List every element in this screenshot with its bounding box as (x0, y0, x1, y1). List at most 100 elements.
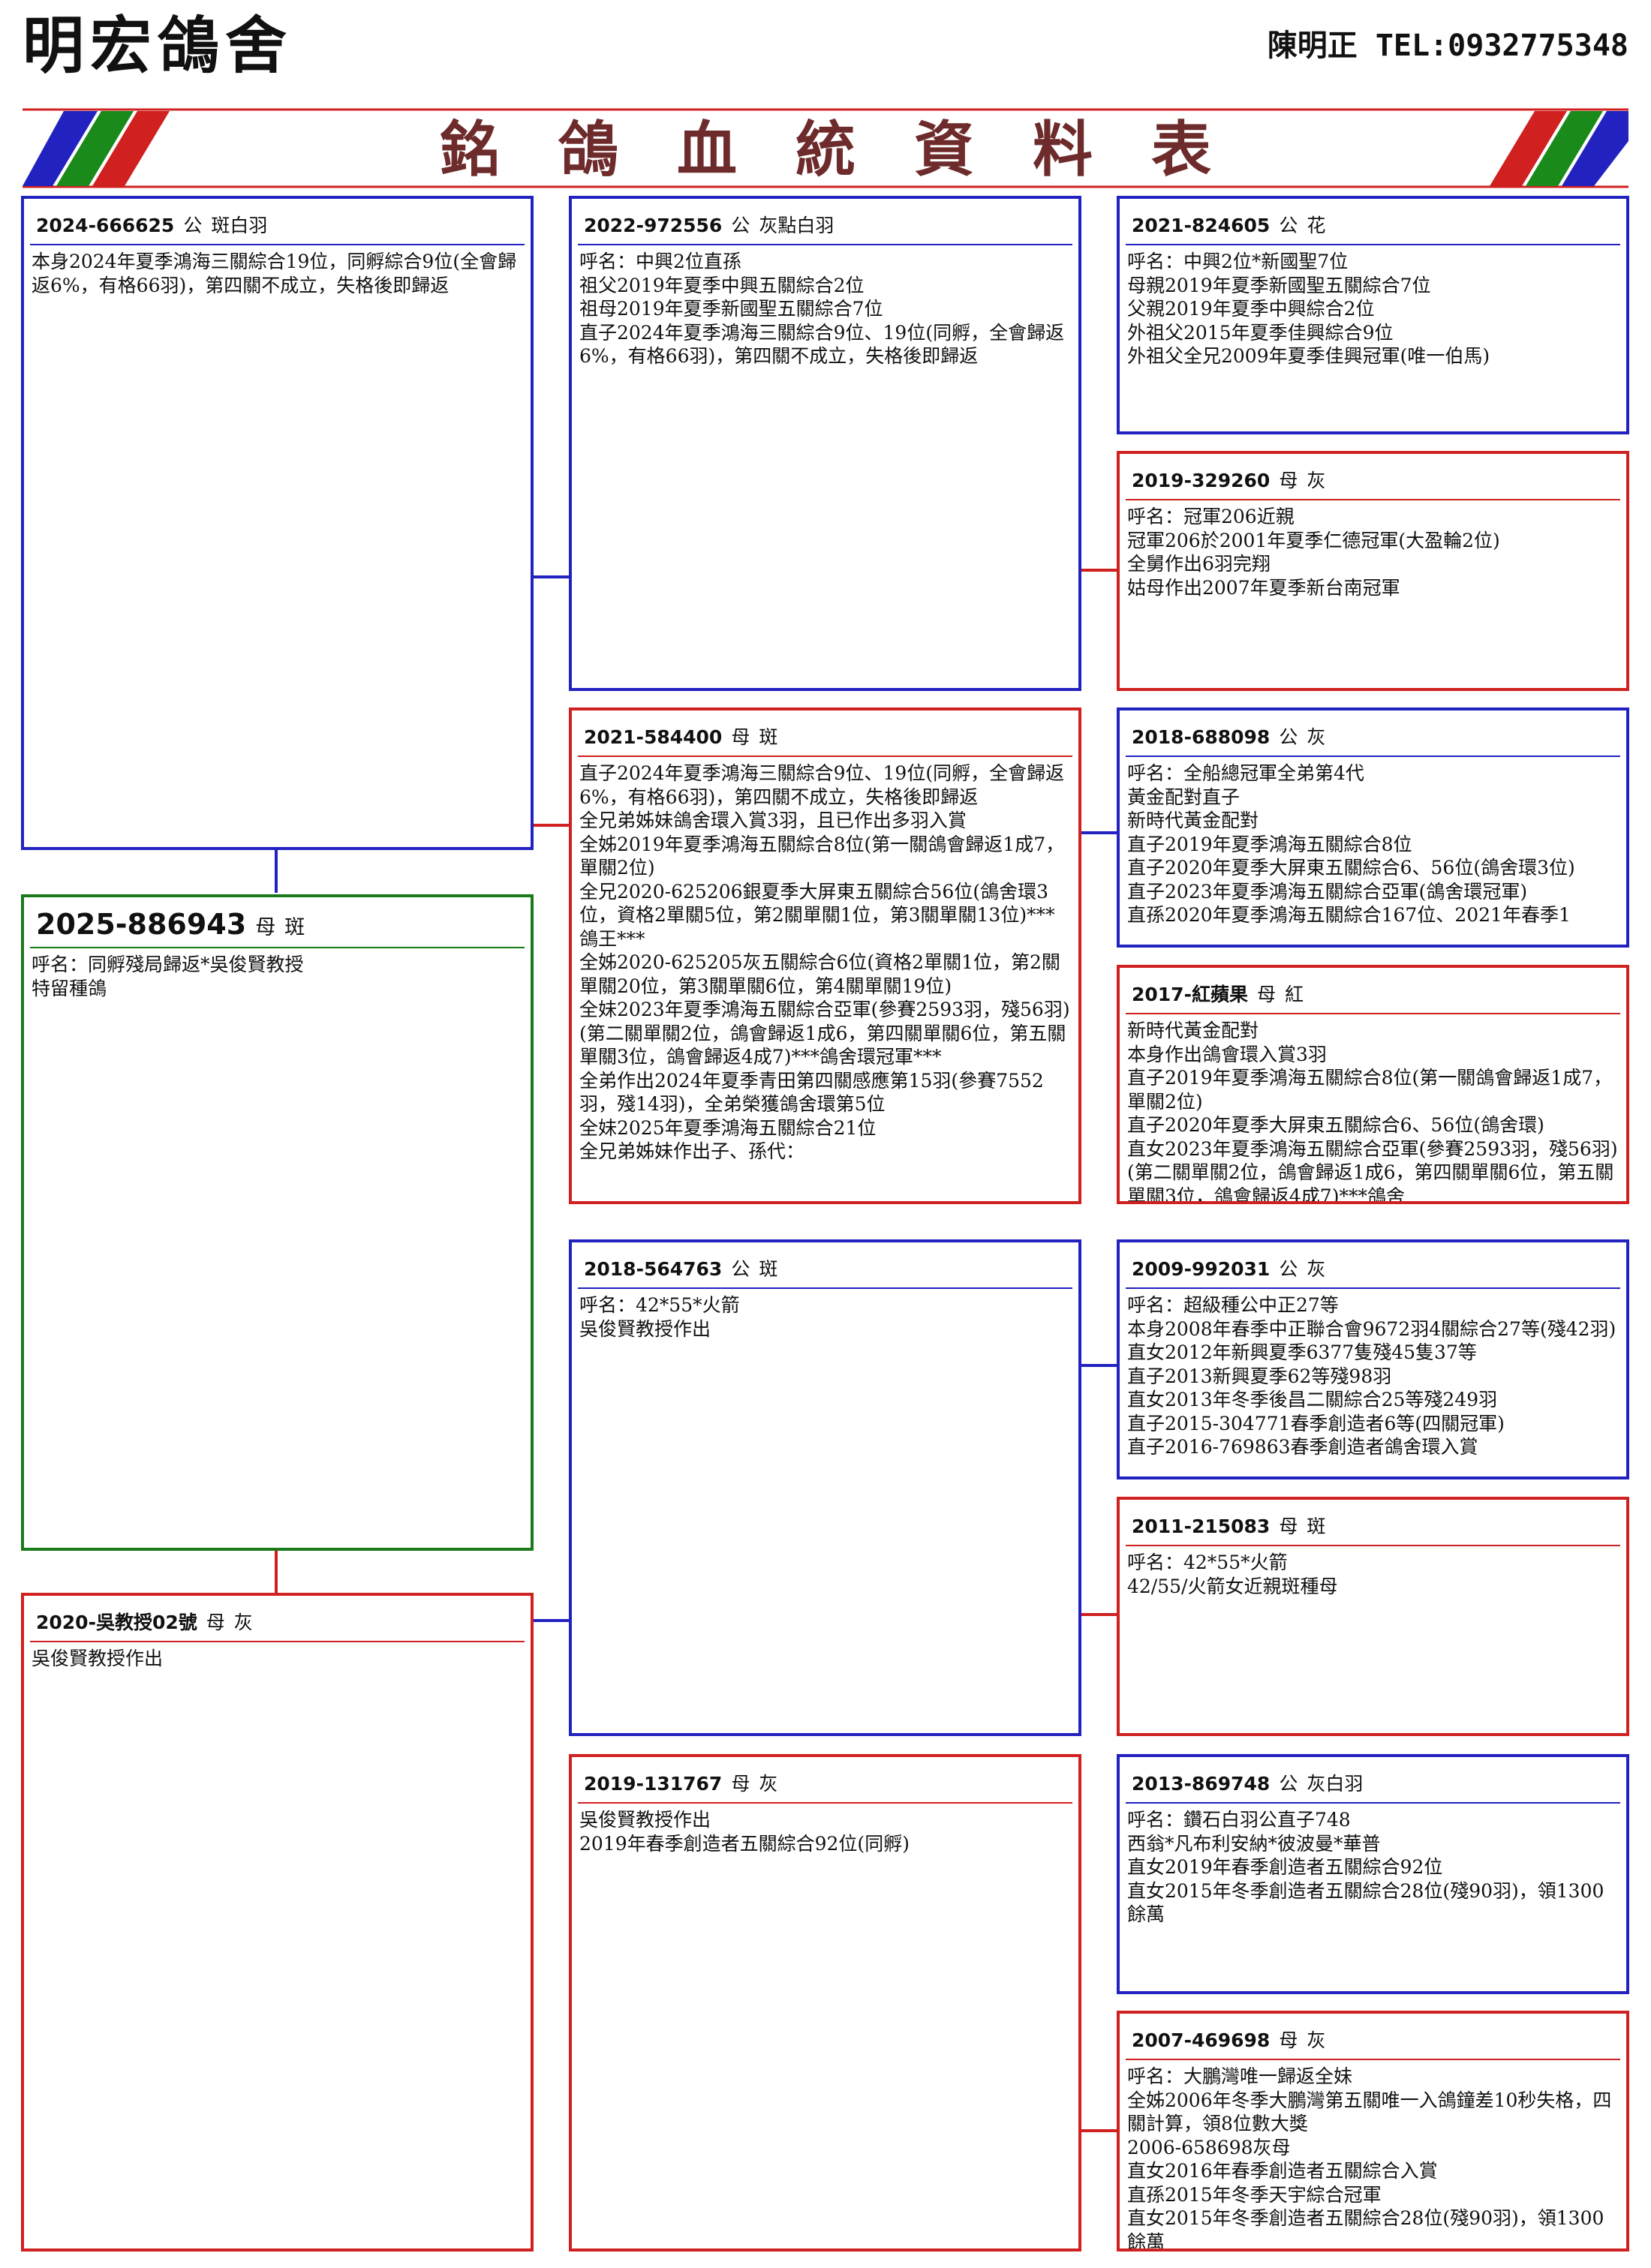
note-line: 姑母作出2007年夏季新台南冠軍 (1127, 576, 1400, 599)
divider (1126, 1802, 1620, 1804)
note-line: 全妹2025年夏季鴻海五關綜合21位 (579, 1116, 877, 1139)
connector (275, 848, 278, 893)
divider (1126, 1545, 1620, 1546)
note-line: 全姊2006年冬季大鵬灣第五關唯一入鴿鐘差10秒失格，四關計算，領8位數大獎 (1127, 2089, 1612, 2135)
note-line: 全妹2023年夏季鴻海五關綜合亞軍(參賽2593羽，殘56羽)(第二關單關2位，… (579, 999, 1070, 1068)
note-line: 呼名：同孵殘局歸返*吳俊賢教授 (32, 954, 304, 975)
dam-sire-dam-card: 2011-215083 母斑 呼名：42*55*火箭 42/55/火箭女近親斑種母 (1117, 1497, 1629, 1736)
plumage-color: 花 (1307, 215, 1326, 236)
ring-number: 2011-215083 (1132, 1516, 1271, 1537)
note-line: 直子2023年夏季鴻海五關綜合亞軍(鴿舍環冠軍) (1127, 880, 1528, 903)
banner-stripe-red-left (92, 111, 170, 186)
note-line: 直女2012年新興夏季6377隻殘45隻37等 (1127, 1341, 1477, 1363)
divider (1126, 1013, 1620, 1014)
sex: 母 (1279, 1516, 1298, 1537)
sex: 公 (1279, 215, 1298, 236)
note-line: 直女2023年夏季鴻海五關綜合亞軍(參賽2593羽，殘56羽)(第二關單關2位，… (1127, 1137, 1618, 1204)
note-line: 全弟作出2024年夏季青田第四關感應第15羽(參賽7552羽，殘14羽)，全弟榮… (579, 1069, 1044, 1116)
connector (533, 575, 570, 578)
divider (1126, 755, 1620, 757)
plumage-color: 灰 (1307, 2029, 1326, 2051)
note-line: 直孫2020年夏季鴻海五關綜合167位、2021年春季1 (1127, 904, 1571, 926)
note-line: 呼名：中興2位*新國聖7位 (1127, 251, 1349, 272)
connector (1079, 831, 1118, 834)
note-line: 全舅作出6羽完翔 (1127, 553, 1271, 575)
note-line: 本身作出鴿會環入賞3羽 (1127, 1043, 1327, 1065)
note-line: 吳俊賢教授作出 (579, 1317, 711, 1340)
note-line: 母親2019年夏季新國聖五關綜合7位 (1127, 274, 1431, 296)
divider (1126, 1287, 1620, 1289)
sex: 公 (731, 215, 750, 236)
note-line: 呼名：鑽石白羽公直子748 (1127, 1809, 1351, 1831)
ring-number: 2019-131767 (584, 1773, 723, 1795)
plumage-color: 灰 (1307, 470, 1326, 491)
note-line: 直子2024年夏季鴻海三關綜合9位、19位(同孵，全會歸返6%，有格66羽)，第… (579, 321, 1065, 368)
divider (578, 755, 1072, 757)
connector (1079, 1364, 1118, 1367)
note-line: 全姊2019年夏季鴻海五關綜合8位(第一關鴿會歸返1成7，單關2位) (579, 833, 1065, 879)
ring-number: 2013-869748 (1132, 1773, 1271, 1795)
plumage-color: 灰 (759, 1773, 778, 1795)
note-line: 黃金配對直子 (1127, 786, 1241, 808)
note-line: 直子2020年夏季大屏東五關綜合6、56位(鴿舍環3位) (1127, 857, 1575, 879)
ring-number: 2024-666625 (36, 215, 175, 236)
connector (1079, 2129, 1118, 2132)
note-line: 直子2020年夏季大屏東五關綜合6、56位(鴿舍環) (1127, 1114, 1544, 1136)
plumage-color: 斑 (284, 916, 305, 939)
ring-number: 2017-紅蘋果 (1132, 984, 1248, 1005)
sex: 母 (1256, 984, 1276, 1005)
plumage-color: 斑 (1307, 1516, 1326, 1537)
dam-card: 2020-吳教授02號母灰 吳俊賢教授作出 (21, 1593, 534, 2251)
note-line: 直女2015年冬季創造者五關綜合28位(殘90羽)，領1300餘萬 (1127, 2207, 1604, 2251)
note-line: 直子2013新興夏季62等殘98羽 (1127, 1365, 1392, 1387)
title-banner (23, 108, 1628, 188)
ring-number: 2020-吳教授02號 (36, 1612, 197, 1633)
note-line: 2019年春季創造者五關綜合92位(同孵) (579, 1832, 910, 1855)
ring-number: 2019-329260 (1132, 470, 1271, 491)
note-line: 西翁*凡布利安納*彼波曼*華普 (1127, 1832, 1381, 1855)
plumage-color: 斑 (759, 1258, 778, 1280)
divider (578, 1287, 1072, 1289)
note-line: 全姊2020-625205灰五關綜合6位(資格2單關1位，第2關單關20位，第3… (579, 951, 1060, 997)
note-line: 呼名：全船總冠軍全弟第4代 (1127, 762, 1364, 784)
note-line: 直子2019年夏季鴻海五關綜合8位(第一關鴿會歸返1成7，單關2位) (1127, 1067, 1613, 1113)
sex: 母 (206, 1612, 225, 1633)
sex: 母 (1279, 470, 1298, 491)
banner-stripe-blue-right (1562, 111, 1628, 186)
note-line: 直女2015年冬季創造者五關綜合28位(殘90羽)，領1300餘萬 (1127, 1879, 1604, 1926)
sex: 母 (255, 916, 276, 939)
sex: 母 (1279, 2029, 1298, 2051)
banner-stripe-green-left (56, 111, 134, 186)
note-line: 直女2016年春季創造者五關綜合入賞 (1127, 2160, 1438, 2182)
note-line: 直子2016-769863春季創造者鴿舍環入賞 (1127, 1436, 1478, 1458)
note-line: 外祖父全兄2009年夏季佳興冠軍(唯一伯馬) (1127, 345, 1490, 367)
note-line: 祖母2019年夏季新國聖五關綜合7位 (579, 298, 883, 320)
sire-dam-dam-card: 2017-紅蘋果母紅 新時代黃金配對 本身作出鴿會環入賞3羽 直子2019年夏季… (1117, 965, 1629, 1204)
note-line: 特留種鴿 (32, 977, 107, 999)
ring-number: 2022-972556 (584, 215, 723, 236)
plumage-color: 紅 (1284, 984, 1304, 1005)
plumage-color: 灰白羽 (1307, 1773, 1364, 1795)
ring-number: 2021-584400 (584, 726, 723, 748)
note-line: 直子2019年夏季鴻海五關綜合8位 (1127, 833, 1412, 855)
note-line: 呼名：42*55*火箭 (1127, 1552, 1288, 1573)
note-line: 42/55/火箭女近親斑種母 (1127, 1575, 1338, 1597)
divider (578, 244, 1072, 245)
divider (578, 1802, 1072, 1804)
banner-stripe-red-right (1490, 111, 1567, 186)
ring-number: 2025-886943 (36, 908, 247, 941)
note-line: 呼名：冠軍206近親 (1127, 506, 1295, 527)
note-line: 全兄弟姊妹鴿舍環入賞3羽，且已作出多羽入賞 (579, 810, 967, 831)
divider (1126, 499, 1620, 500)
sex: 公 (731, 1258, 750, 1280)
ring-number: 2007-469698 (1132, 2029, 1271, 2051)
note-line: 呼名：中興2位直孫 (579, 251, 741, 272)
connector (275, 1549, 278, 1594)
ring-number: 2018-688098 (1132, 726, 1271, 748)
note-line: 呼名：超級種公中正27等 (1127, 1294, 1339, 1316)
